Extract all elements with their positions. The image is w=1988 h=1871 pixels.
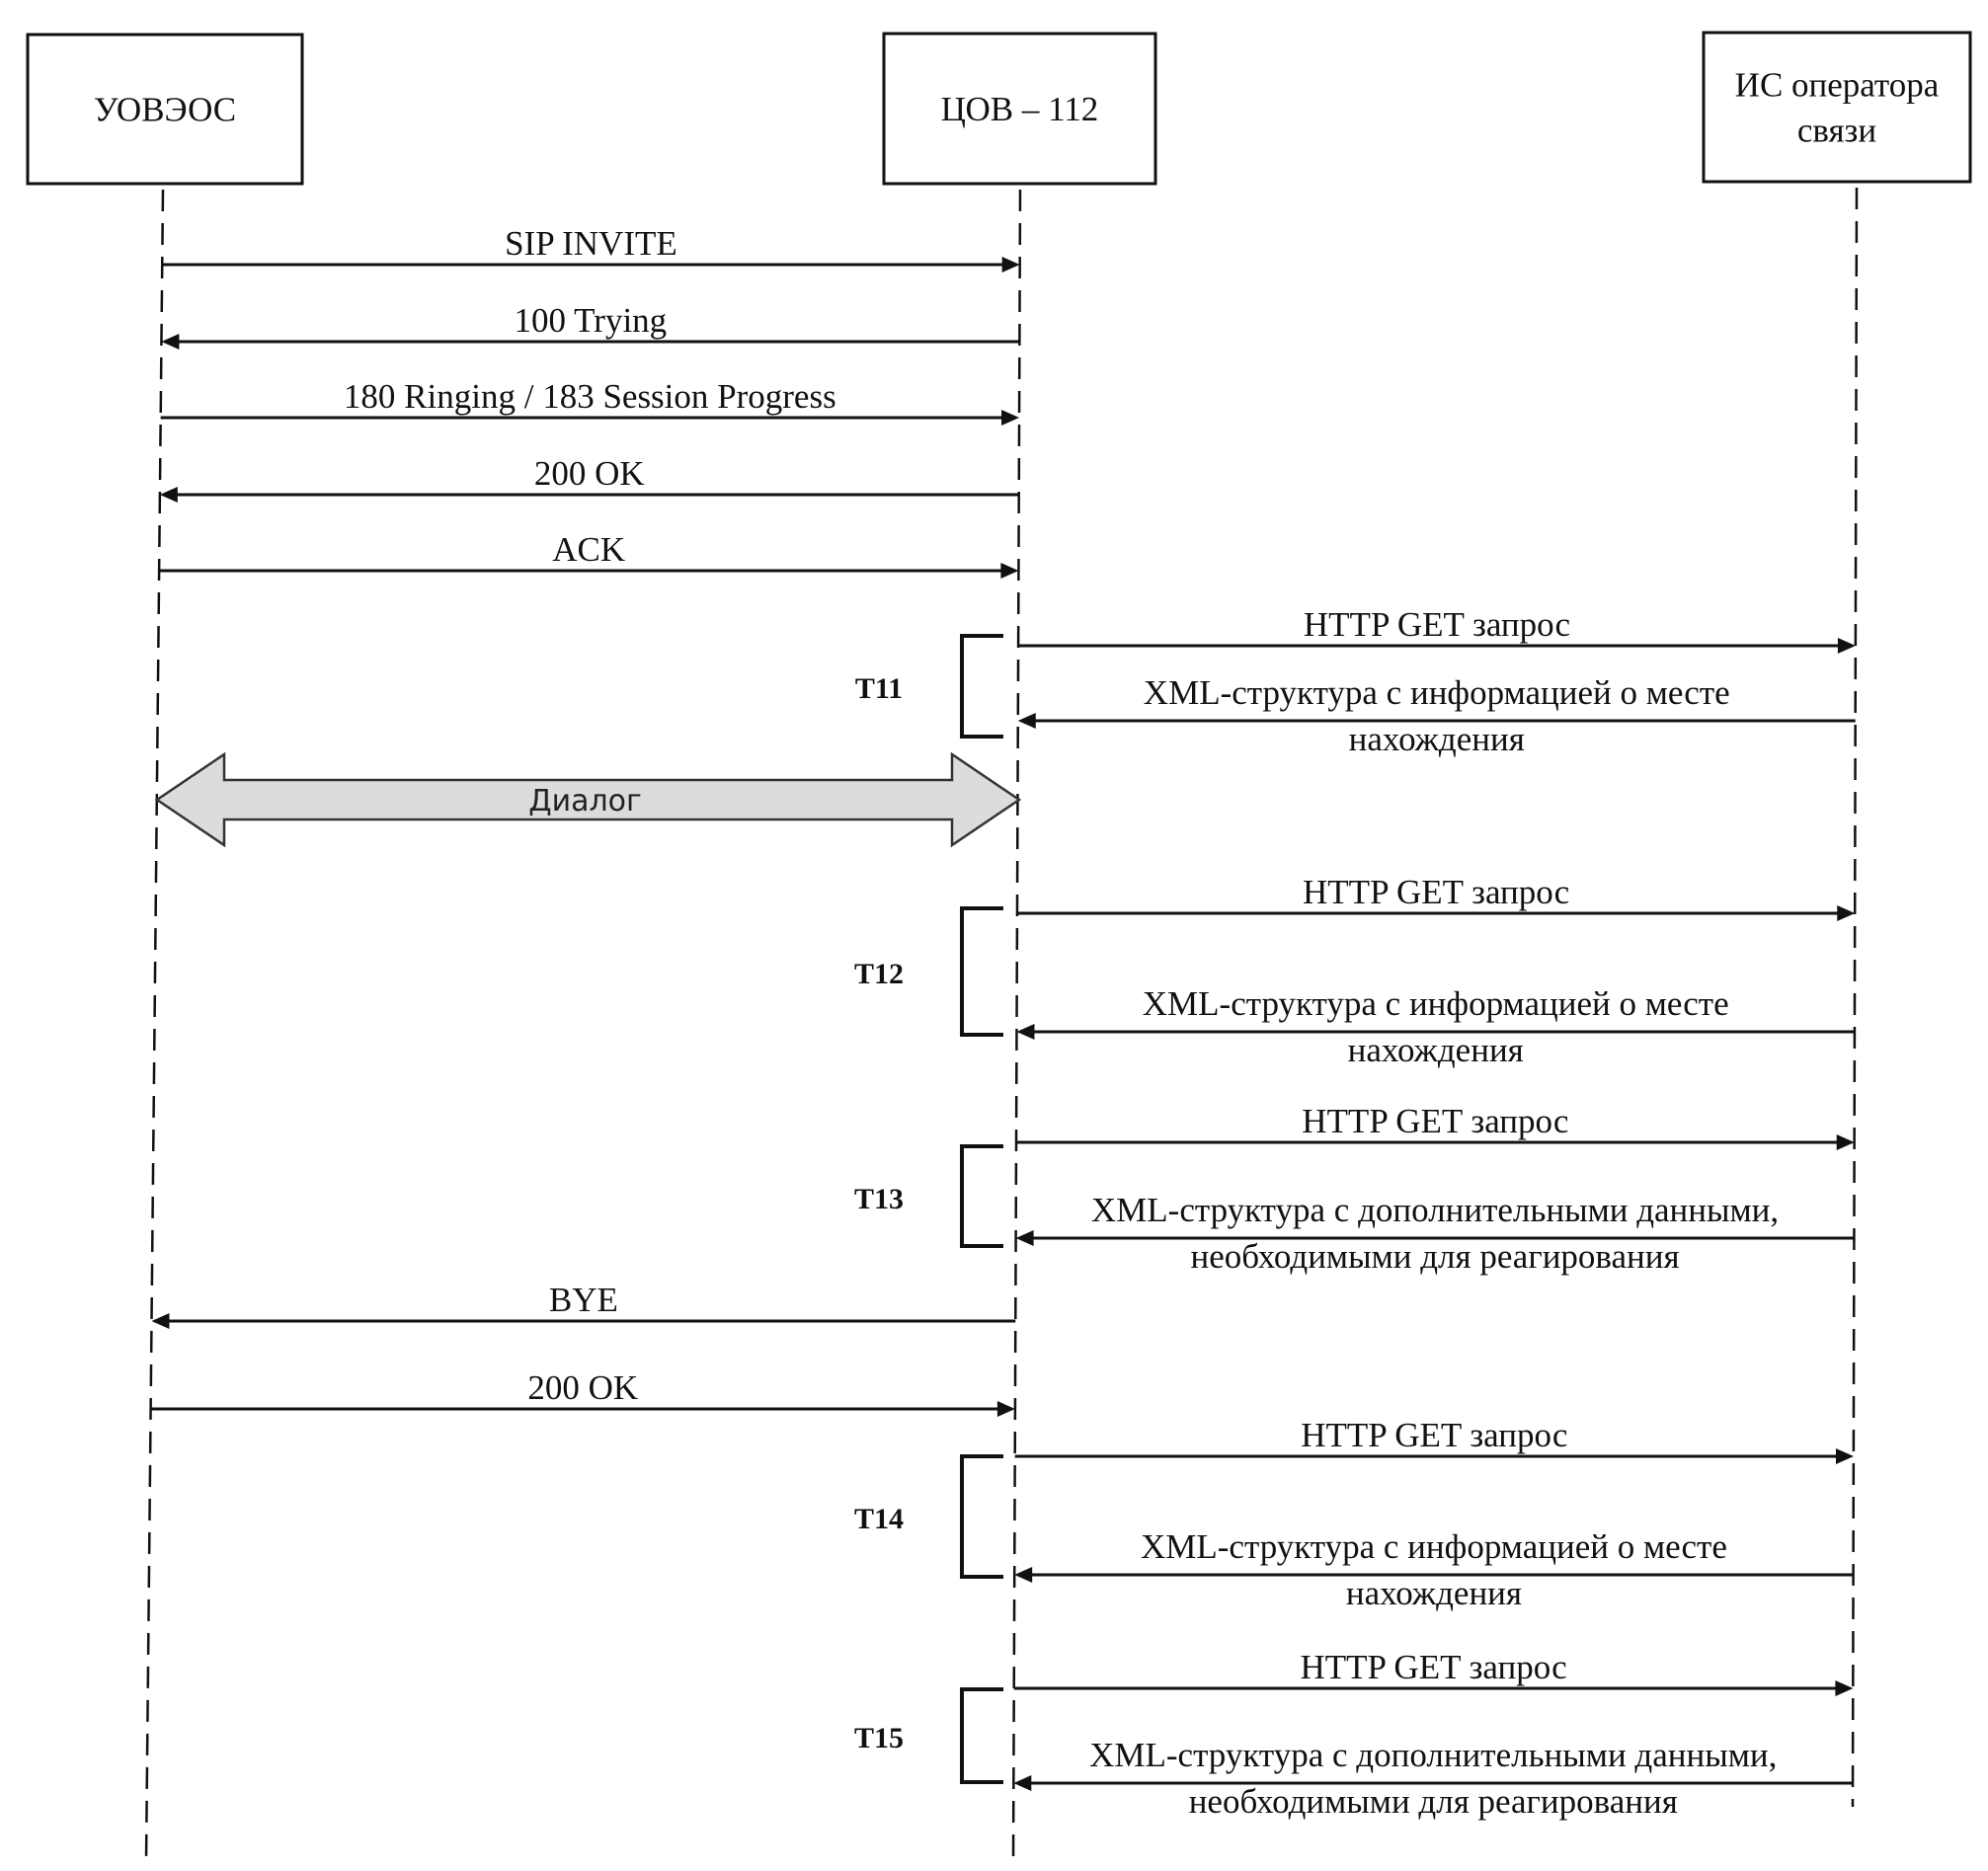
participant-label: связи — [1797, 112, 1876, 150]
participant-box — [26, 33, 304, 186]
arrowhead — [159, 487, 178, 503]
message-label: HTTP GET запрос — [1304, 605, 1570, 644]
message-label: XML-структура с информацией о месте — [1144, 673, 1730, 712]
message-label: XML-структура с дополнительными данными, — [1091, 1191, 1779, 1229]
dialog-double-arrow: Диалог — [154, 751, 1022, 848]
arrowhead — [1013, 1775, 1032, 1791]
message-label: XML-структура с дополнительными данными, — [1089, 1736, 1777, 1774]
bracket-shape — [960, 1144, 1003, 1248]
message-arrow: HTTP GET запрос — [1014, 1416, 1854, 1464]
message-arrow: XML-структура с дополнительными данными,… — [1015, 1191, 1855, 1276]
participant-uoveos: УОВЭОС — [26, 33, 304, 1862]
participant-cov112: ЦОВ – 112 — [882, 32, 1157, 1862]
bracket-shape — [960, 906, 1003, 1037]
message-label-continuation: нахождения — [1349, 720, 1525, 758]
message-arrow: SIP INVITE — [162, 224, 1020, 273]
message-label: XML-структура с информацией о месте — [1141, 1527, 1727, 1566]
message-arrow: XML-структура с информацией о месте нахож… — [1017, 673, 1856, 758]
arrowhead — [1835, 1680, 1854, 1696]
message-arrow: HTTP GET запрос — [1016, 873, 1856, 921]
message-arrow: ACK — [159, 530, 1019, 579]
arrowhead — [1015, 1230, 1034, 1246]
arrowhead — [1837, 905, 1856, 921]
arrowhead — [1016, 1024, 1035, 1040]
timer-label: T15 — [854, 1722, 904, 1754]
message-arrow: XML-структура с информацией о месте нахож… — [1014, 1527, 1854, 1612]
timer-bracket: T13 — [854, 1144, 1003, 1248]
message-label: HTTP GET запрос — [1301, 1416, 1567, 1454]
message-label-continuation: необходимыми для реагирования — [1189, 1782, 1678, 1821]
lifeline — [1851, 187, 1859, 1808]
arrowhead — [161, 334, 180, 350]
message-label: 100 Trying — [515, 301, 668, 340]
message-arrow: 200 OK — [159, 454, 1019, 503]
arrowhead — [1836, 1134, 1855, 1150]
arrowhead — [1000, 563, 1019, 579]
participant-is_operator: ИС оператора связи — [1702, 31, 1972, 1808]
participant-label: УОВЭОС — [94, 91, 236, 129]
message-arrow: HTTP GET запрос — [1015, 1102, 1855, 1150]
message-arrow: 180 Ringing / 183 Session Progress — [160, 377, 1020, 426]
message-arrow: 100 Trying — [161, 301, 1020, 350]
message-label-continuation: нахождения — [1348, 1031, 1524, 1069]
timer-label: T11 — [855, 672, 903, 705]
message-arrow: XML-структура с информацией о месте нахож… — [1016, 984, 1855, 1069]
timer-bracket: T14 — [854, 1454, 1003, 1579]
message-label: BYE — [549, 1281, 618, 1319]
participant-box — [1702, 31, 1972, 184]
message-label-continuation: нахождения — [1346, 1574, 1522, 1612]
message-label: 200 OK — [527, 1368, 638, 1407]
timer-label: T13 — [854, 1183, 904, 1215]
message-label: XML-структура с информацией о месте — [1143, 984, 1729, 1023]
arrowhead — [1001, 410, 1020, 426]
timer-bracket: T15 — [854, 1687, 1003, 1784]
lifeline — [144, 189, 165, 1862]
participant-box — [882, 32, 1157, 186]
message-label: SIP INVITE — [505, 224, 677, 263]
bracket-shape — [960, 634, 1003, 739]
bracket-shape — [960, 1454, 1003, 1579]
arrowhead — [1835, 1448, 1854, 1464]
message-label: ACK — [552, 530, 625, 569]
message-label: HTTP GET запрос — [1303, 873, 1569, 911]
arrowhead — [1837, 638, 1856, 654]
participant-label: ИС оператора — [1735, 66, 1940, 105]
timer-label: T12 — [854, 958, 904, 990]
message-label: HTTP GET запрос — [1302, 1102, 1568, 1140]
message-arrow: BYE — [151, 1281, 1016, 1329]
message-label: 180 Ringing / 183 Session Progress — [344, 377, 836, 416]
dialog-label: Диалог — [528, 784, 642, 819]
timer-bracket: T11 — [855, 634, 1003, 739]
message-arrow: 200 OK — [150, 1368, 1015, 1417]
bracket-shape — [960, 1687, 1003, 1784]
message-arrow: XML-структура с дополнительными данными,… — [1013, 1736, 1854, 1821]
participant-label: ЦОВ – 112 — [941, 90, 1099, 128]
arrowhead — [1001, 257, 1020, 273]
message-label: HTTP GET запрос — [1300, 1648, 1566, 1686]
lifeline — [1011, 189, 1022, 1862]
arrowhead — [1014, 1567, 1033, 1583]
arrowhead — [1017, 713, 1036, 729]
message-arrow: HTTP GET запрос — [1018, 605, 1856, 654]
dialog-arrow-shape — [154, 751, 1022, 848]
message-arrow: HTTP GET запрос — [1013, 1648, 1854, 1696]
arrowhead — [996, 1401, 1015, 1417]
timer-label: T14 — [854, 1503, 904, 1535]
message-label: 200 OK — [534, 454, 645, 493]
timer-bracket: T12 — [854, 906, 1003, 1037]
arrowhead — [151, 1313, 170, 1329]
message-label-continuation: необходимыми для реагирования — [1190, 1237, 1679, 1276]
